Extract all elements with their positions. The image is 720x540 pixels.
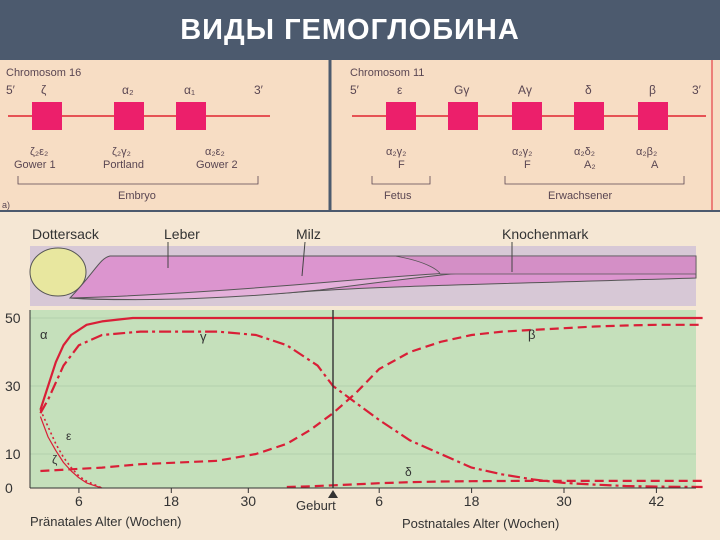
gene-label-Agamma: Aγ: [518, 83, 532, 97]
organ-label-spleen: Milz: [296, 226, 321, 242]
hb-formula-A2: α₂δ₂: [574, 146, 595, 158]
y-tick-label: 0: [5, 480, 13, 496]
x-tick-label: 18: [164, 493, 180, 509]
hb-name-portland: Portland: [103, 159, 144, 171]
gene-label-alpha1: α₁: [184, 83, 195, 97]
panel-label-a: a): [2, 200, 10, 210]
bone-marrow-shape: [394, 255, 697, 275]
hb-name-A: A: [651, 159, 659, 171]
xlabel-prenatal: Pränatales Alter (Wochen): [30, 514, 182, 529]
gene-box-alpha1: [176, 102, 206, 130]
hb-formula-gower2: α₂ε₂: [205, 146, 225, 158]
series-line-α: [39, 316, 703, 411]
organ-label-bone-marrow: Knochenmark: [502, 226, 589, 242]
gene-label-zeta: ζ: [41, 83, 47, 97]
hb-name-F2: F: [524, 159, 531, 171]
hb-name-gower2: Gower 2: [196, 159, 238, 171]
gene-label-delta: δ: [585, 83, 592, 97]
yolk-sac-shape: [29, 247, 87, 297]
y-tick-label: 10: [5, 446, 21, 462]
x-tick-label: 18: [464, 493, 480, 509]
chrom11-3prime: 3′: [692, 83, 702, 97]
x-tick-label: 42: [649, 493, 665, 509]
birth-arrow: [328, 490, 338, 498]
gene-label-alpha2: α₂: [122, 83, 134, 97]
gene-map-background: [0, 60, 720, 210]
series-label-beta: β: [528, 327, 535, 342]
fetus-bracket: [371, 176, 431, 185]
series-line-ζ: [39, 416, 103, 489]
series-label-zeta: ζ: [52, 453, 58, 467]
hb-formula-F2: α₂γ₂: [512, 146, 532, 158]
gene-label-epsilon: ε: [397, 83, 403, 97]
organ-label-yolk-sac: Dottersack: [32, 226, 100, 242]
chrom16-5prime: 5′: [6, 83, 16, 97]
plot-axes: 0 10 30 50 6 18 30 6 18 30 42: [5, 310, 696, 509]
hb-formula-portland: ζ₂γ₂: [112, 146, 131, 158]
hb-name-F1: F: [398, 159, 405, 171]
chrom11-5prime: 5′: [350, 83, 360, 97]
x-tick-label: 6: [75, 493, 83, 509]
gene-map-figure: Chromosom 16 5′ 3′ ζ α₂ α₁ ζ₂ε₂ Gower 1 …: [0, 60, 720, 210]
spleen-pointer: [301, 241, 306, 277]
slide-title-text: ВИДЫ ГЕМОГЛОБИНА: [180, 13, 520, 46]
series-label-epsilon: ε: [66, 429, 72, 443]
x-tick-label: 30: [556, 493, 572, 509]
x-tick-label: 30: [241, 493, 257, 509]
adult-bracket: [504, 176, 685, 185]
hemoglobin-chain-chart: Dottersack Leber Milz Knochenmark 0 10 30 5…: [0, 212, 720, 540]
y-tick-label: 30: [5, 378, 21, 394]
adult-label: Erwachsener: [548, 190, 613, 202]
xlabel-postnatal: Postnatales Alter (Wochen): [402, 516, 559, 531]
fetus-label: Fetus: [384, 190, 412, 202]
x-tick-label: 6: [375, 493, 383, 509]
hb-name-gower1: Gower 1: [14, 159, 56, 171]
plot-area: [30, 310, 696, 488]
hb-formula-gower1: ζ₂ε₂: [30, 146, 48, 158]
series-line-γ: [39, 330, 703, 489]
series-label-delta: δ: [405, 465, 412, 479]
chrom16-label: Chromosom 16: [6, 67, 81, 79]
gene-box-alpha2: [114, 102, 144, 130]
organ-label-liver: Leber: [164, 226, 200, 242]
y-tick-label: 50: [5, 310, 21, 326]
series-line-β: [40, 323, 703, 473]
series-line-ε: [39, 409, 103, 489]
embryo-bracket: [17, 176, 259, 185]
gene-box-zeta: [32, 102, 62, 130]
series-label-gamma: γ: [200, 329, 207, 344]
gene-box-beta: [638, 102, 668, 130]
hb-formula-F1: α₂γ₂: [386, 146, 406, 158]
hb-formula-A: α₂β₂: [636, 146, 657, 158]
gene-label-beta: β: [649, 83, 656, 97]
chrom16-3prime: 3′: [254, 83, 264, 97]
chrom11-label: Chromosom 11: [350, 67, 424, 79]
xlabel-birth: Geburt: [296, 498, 336, 513]
gene-box-Agamma: [512, 102, 542, 130]
slide-title: ВИДЫ ГЕМОГЛОБИНА: [0, 0, 720, 60]
gene-box-Ggamma: [448, 102, 478, 130]
gene-box-delta: [574, 102, 604, 130]
embryo-label: Embryo: [118, 190, 156, 202]
gene-label-Ggamma: Gγ: [454, 83, 469, 97]
hb-name-A2: A₂: [584, 159, 596, 171]
gene-box-epsilon: [386, 102, 416, 130]
series-label-alpha: α: [40, 327, 48, 342]
